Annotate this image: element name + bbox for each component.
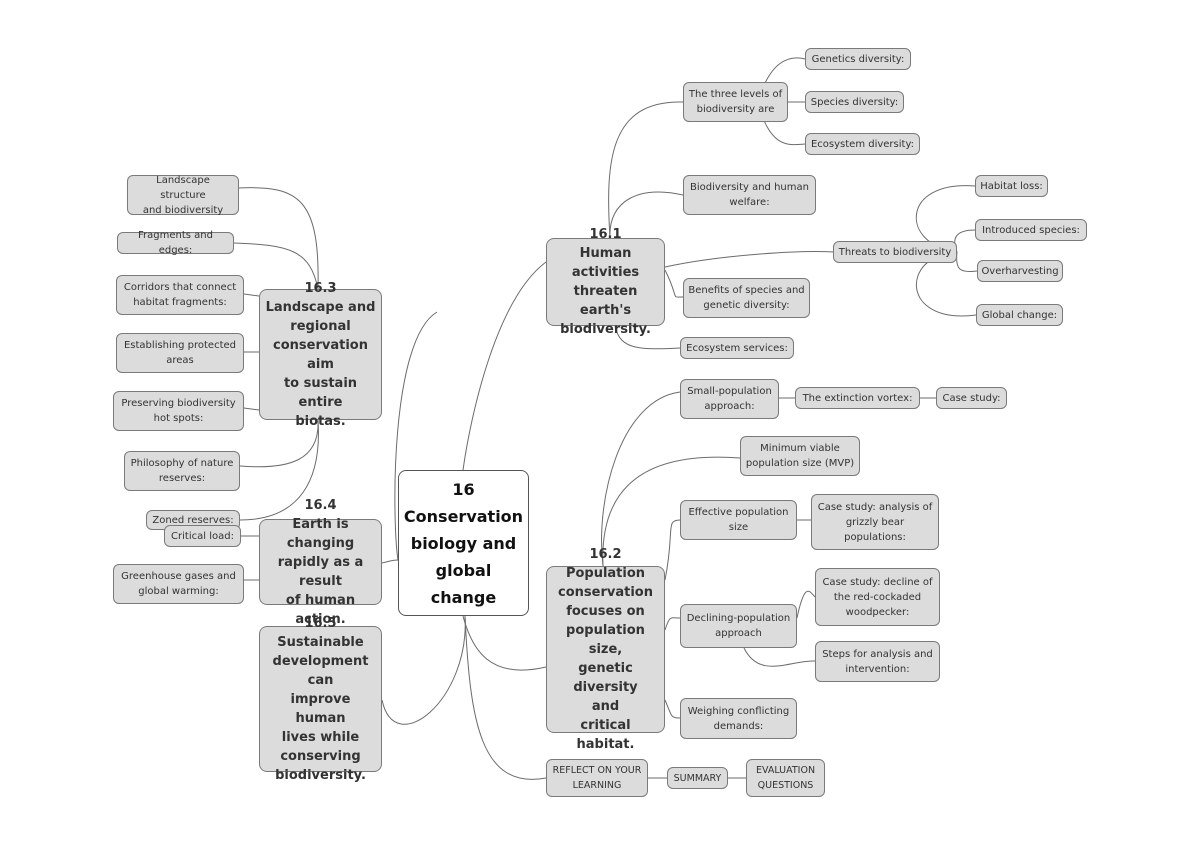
declining-population-node[interactable]: Declining-population approach — [680, 604, 797, 648]
habitat-loss-node[interactable]: Habitat loss: — [975, 175, 1048, 197]
species-diversity-node[interactable]: Species diversity: — [805, 91, 904, 113]
small-population-node[interactable]: Small-population approach: — [680, 379, 779, 419]
evaluation-questions-node[interactable]: EVALUATION QUESTIONS — [746, 759, 825, 797]
protected-areas-node[interactable]: Establishing protected areas — [116, 333, 244, 373]
benefits-node[interactable]: Benefits of species and genetic diversit… — [683, 278, 810, 318]
grizzly-case-node[interactable]: Case study: analysis of grizzly bear pop… — [811, 494, 939, 550]
case-study-node[interactable]: Case study: — [936, 387, 1007, 409]
global-change-node[interactable]: Global change: — [976, 304, 1063, 326]
topic-16-3[interactable]: 16.3 Landscape and regional conservation… — [259, 281, 382, 429]
central-topic[interactable]: 16 Conservation biology and global chang… — [398, 470, 529, 616]
ecosystem-services-node[interactable]: Ecosystem services: — [680, 337, 794, 359]
fragments-edges-node[interactable]: Fragments and edges: — [117, 230, 234, 256]
three-levels-node[interactable]: The three levels of biodiversity are — [683, 82, 788, 122]
hot-spots-node[interactable]: Preserving biodiversity hot spots: — [113, 391, 244, 431]
summary-node[interactable]: SUMMARY — [667, 767, 728, 789]
reflect-node[interactable]: REFLECT ON YOUR LEARNING — [546, 759, 648, 797]
corridors-node[interactable]: Corridors that connect habitat fragments… — [116, 275, 244, 315]
topic-16-4[interactable]: 16.4 Earth is changing rapidly as a resu… — [259, 498, 382, 627]
topic-16-1[interactable]: 16.1 Human activities threaten earth's b… — [546, 227, 665, 337]
introduced-species-node[interactable]: Introduced species: — [975, 219, 1087, 241]
greenhouse-gases-node[interactable]: Greenhouse gases and global warming: — [113, 564, 244, 604]
topic-16-2[interactable]: 16.2 Population conservation focuses on … — [546, 547, 665, 752]
critical-load-node[interactable]: Critical load: — [164, 525, 241, 547]
topic-16-5[interactable]: 16.5 Sustainable development can improve… — [259, 616, 382, 783]
biodiversity-welfare-node[interactable]: Biodiversity and human welfare: — [683, 175, 816, 215]
weighing-demands-node[interactable]: Weighing conflicting demands: — [680, 698, 797, 739]
landscape-structure-node[interactable]: Landscape structure and biodiversity — [127, 175, 239, 216]
steps-analysis-node[interactable]: Steps for analysis and intervention: — [815, 641, 940, 682]
genetics-diversity-node[interactable]: Genetics diversity: — [805, 48, 911, 70]
woodpecker-case-node[interactable]: Case study: decline of the red-cockaded … — [815, 568, 940, 626]
ecosystem-diversity-node[interactable]: Ecosystem diversity: — [805, 133, 920, 155]
nature-reserves-node[interactable]: Philosophy of nature reserves: — [124, 451, 240, 491]
extinction-vortex-node[interactable]: The extinction vortex: — [795, 387, 920, 409]
threats-node[interactable]: Threats to biodiversity — [833, 241, 957, 263]
effective-population-node[interactable]: Effective population size — [680, 500, 797, 540]
mvp-node[interactable]: Minimum viable population size (MVP) — [740, 436, 860, 476]
overharvesting-node[interactable]: Overharvesting — [977, 260, 1063, 282]
